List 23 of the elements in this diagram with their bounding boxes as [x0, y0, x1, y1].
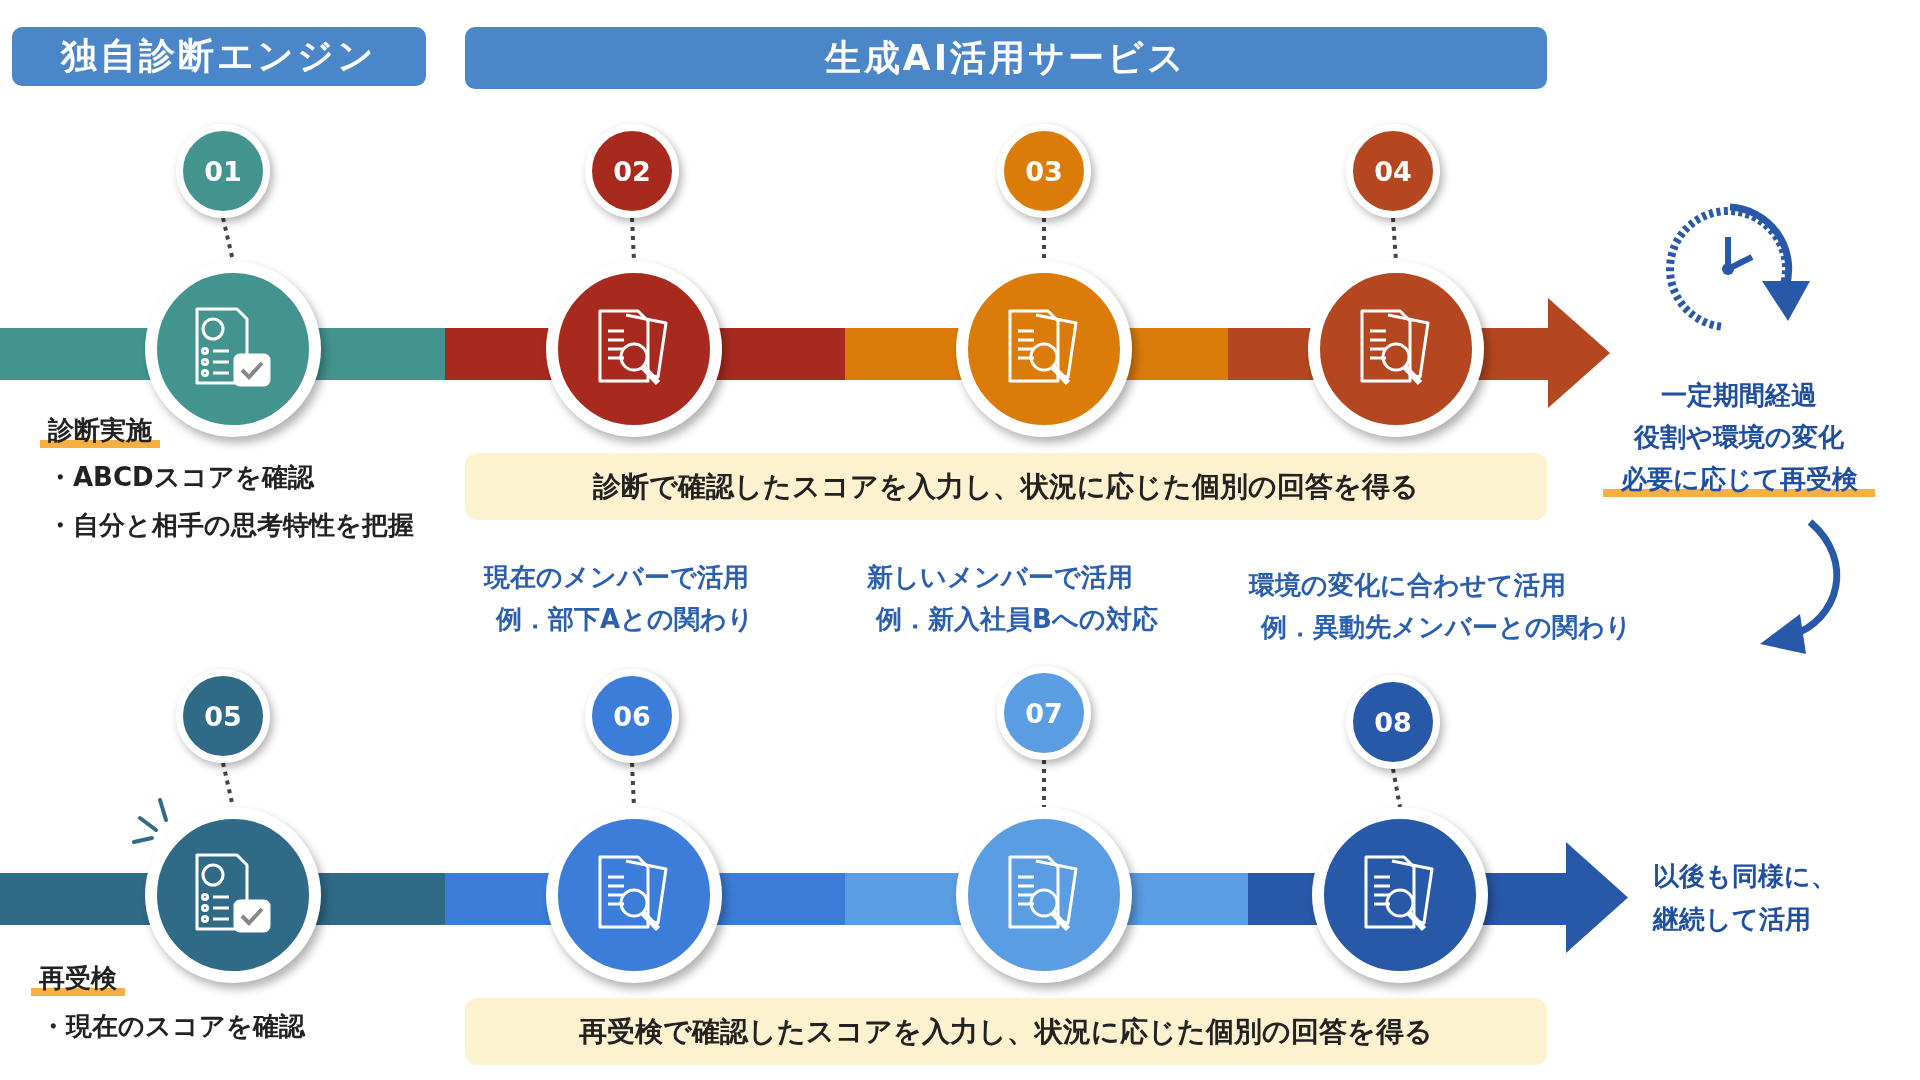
underlined-heading: 必要に応じて再受検 [1603, 462, 1875, 497]
label-text: 以後も同様に、 [1653, 860, 1837, 893]
label-text: ・現在のスコアを確認 [40, 1010, 305, 1043]
label-text: ・ABCDスコアを確認 [47, 461, 314, 494]
label-text: 継続して活用 [1653, 903, 1811, 936]
label-text: ・自分と相手の思考特性を把握 [47, 509, 414, 542]
callout-box: 診断で確認したスコアを入力し、状況に応じた個別の回答を得る [465, 453, 1547, 520]
label-text: 例．部下Aとの関わり [496, 603, 755, 636]
label-text: 例．異動先メンバーとの関わり [1261, 611, 1632, 644]
label-text: 現在のメンバーで活用 [484, 561, 749, 594]
connector-line [1042, 218, 1046, 261]
section-header: 独自診断エンジン [12, 27, 426, 86]
connector-line [1391, 768, 1402, 808]
underlined-heading: 再受検 [31, 961, 125, 996]
callout-box: 再受検で確認したスコアを入力し、状況に応じた個別の回答を得る [465, 998, 1547, 1065]
label-text: 役割や環境の変化 [1632, 421, 1845, 454]
label-text: 一定期間経過 [1660, 379, 1818, 412]
label-text: 環境の変化に合わせて活用 [1249, 569, 1566, 602]
label-text: 例．新入社員Bへの対応 [876, 603, 1158, 636]
underlined-heading: 診断実施 [40, 413, 160, 448]
label-text: 新しいメンバーで活用 [867, 561, 1133, 594]
section-header: 生成AI活用サービス [465, 27, 1547, 89]
connector-line [1042, 760, 1046, 807]
